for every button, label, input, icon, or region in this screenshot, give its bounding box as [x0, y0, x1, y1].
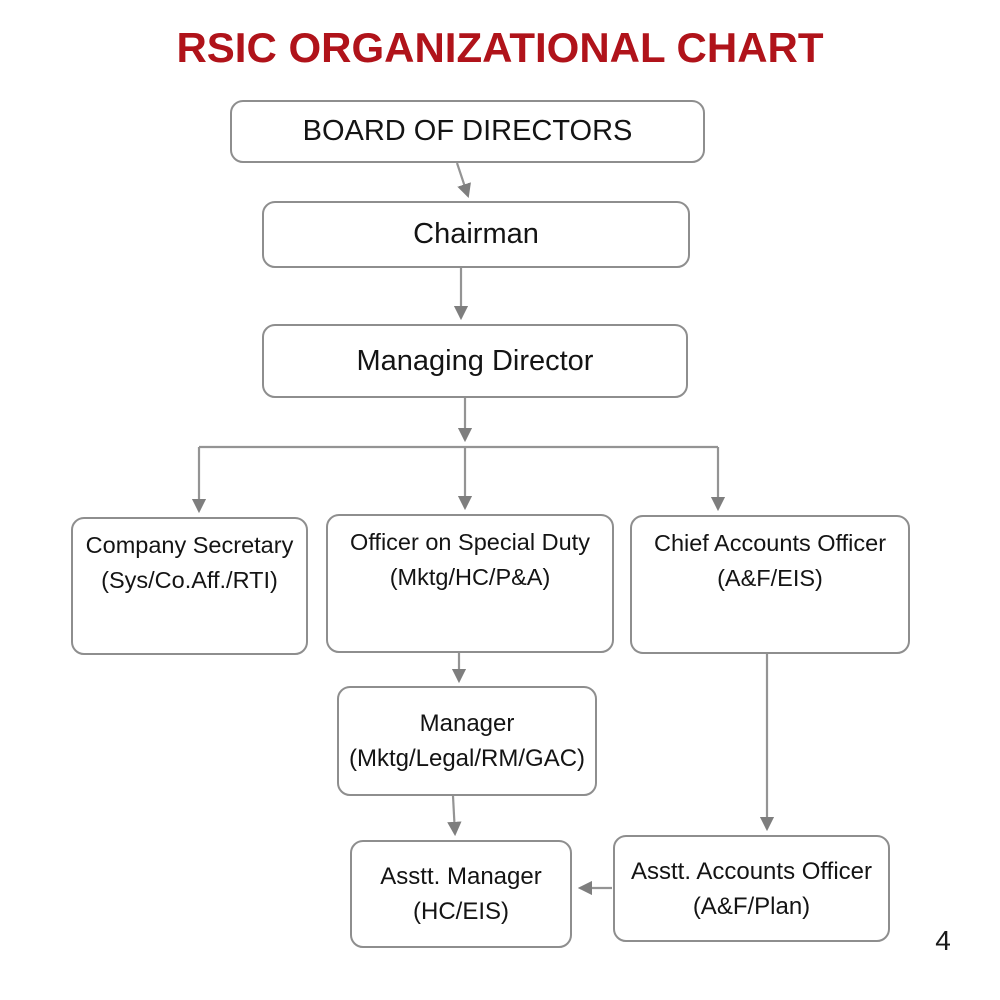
node-asstt-manager: Asstt. Manager (HC/EIS): [350, 840, 572, 948]
node-label: Manager: [419, 710, 515, 737]
node-label: Officer on Special Duty: [350, 529, 590, 555]
node-label: Company Secretary: [85, 532, 294, 558]
node-sublabel: (A&F/EIS): [717, 565, 823, 591]
node-label: Asstt. Accounts Officer: [631, 857, 872, 885]
node-label: Chairman: [413, 218, 539, 250]
node-sublabel: (Mktg/HC/P&A): [389, 564, 551, 590]
node-label: Managing Director: [356, 344, 594, 377]
node-chairman: Chairman: [262, 201, 690, 268]
edge-board-to-chairman: [455, 162, 471, 199]
node-board-of-directors: BOARD OF DIRECTORS: [230, 100, 705, 163]
node-managing-director: Managing Director: [262, 324, 688, 398]
node-sublabel: (A&F/Plan): [692, 892, 811, 920]
node-label: Asstt. Manager: [380, 863, 542, 890]
node-sublabel: (HC/EIS): [413, 898, 509, 925]
page-number: 4: [935, 925, 951, 956]
node-chief-accounts-officer: Chief Accounts Officer (A&F/EIS): [630, 515, 910, 654]
node-officer-on-special-duty: Officer on Special Duty (Mktg/HC/P&A): [326, 514, 614, 653]
node-asstt-accounts-officer: Asstt. Accounts Officer (A&F/Plan): [613, 835, 890, 942]
node-manager: Manager (Mktg/Legal/RM/GAC): [337, 686, 597, 796]
node-company-secretary: Company Secretary (Sys/Co.Aff./RTI): [71, 517, 308, 655]
edge-manager-to-asstt-manager: [447, 795, 462, 837]
node-label: Chief Accounts Officer: [653, 530, 887, 556]
node-label: BOARD OF DIRECTORS: [302, 115, 633, 147]
page-title: RSIC ORGANIZATIONAL CHART: [176, 24, 824, 71]
node-sublabel: (Mktg/Legal/RM/GAC): [348, 745, 586, 772]
node-sublabel: (Sys/Co.Aff./RTI): [101, 567, 278, 593]
